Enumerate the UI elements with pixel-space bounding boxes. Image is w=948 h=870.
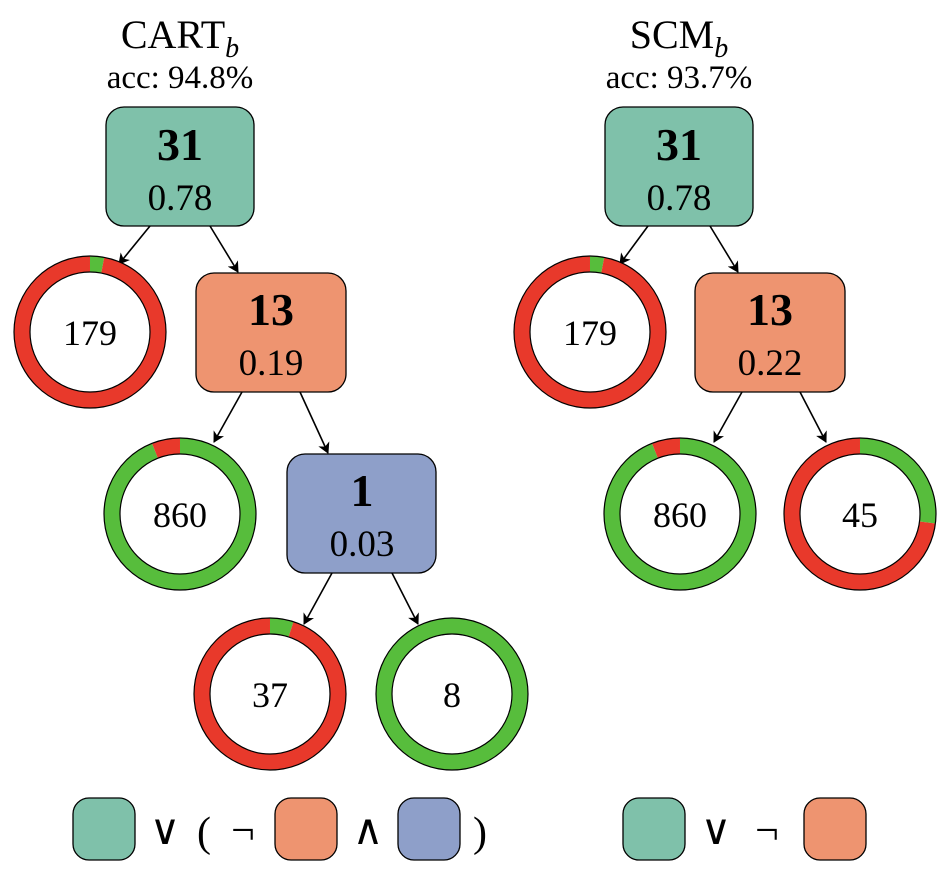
leaf-outer-ring [375, 617, 529, 771]
leaf-inner-circle [799, 453, 921, 575]
tree-node: 31 0.78 [604, 106, 754, 227]
leaf-green-arc [860, 438, 936, 524]
leaf-donut: 860 [103, 437, 257, 591]
leaf-count: 860 [153, 495, 207, 535]
leaf-outer-ring [13, 255, 167, 409]
formula-box-blue [397, 797, 461, 861]
leaf-red-arc [152, 438, 180, 459]
scm-formula: ∨ ¬ [622, 797, 867, 861]
edge-c-n1-c-n2 [209, 225, 239, 273]
node-feature: 31 [157, 119, 203, 170]
node-feature: 31 [656, 119, 702, 170]
leaf-red-arc [652, 438, 680, 459]
leaf-donut: 179 [13, 255, 167, 409]
edge-c-n2-c-l2 [213, 391, 243, 443]
formula-box-teal [622, 797, 686, 861]
formula-open-paren: ( [197, 810, 211, 856]
leaf-green-arc [270, 618, 294, 637]
cart-accuracy: acc: 94.8% [107, 60, 254, 96]
formula-box-orange [803, 797, 867, 861]
cart-title: CARTb [121, 12, 239, 64]
formula-box-teal [72, 797, 136, 861]
scm-accuracy: acc: 93.7% [606, 60, 753, 96]
formula-box-orange [274, 797, 338, 861]
leaf-outer-ring [193, 617, 347, 771]
leaf-inner-circle [619, 453, 741, 575]
node-threshold: 0.19 [239, 343, 304, 384]
leaf-outer-ring [103, 437, 257, 591]
leaf-green-arc [90, 256, 105, 274]
edge-c-n3-c-l4 [391, 572, 419, 625]
tree-node: 13 0.19 [195, 272, 347, 393]
node-threshold: 0.22 [738, 343, 803, 384]
leaf-green-arc [590, 256, 605, 274]
leaf-outer-ring [603, 437, 757, 591]
formula-and-symbol: ∧ [353, 808, 384, 854]
edge-c-n2-c-n3 [299, 391, 330, 454]
leaf-count: 860 [653, 495, 707, 535]
node-feature: 13 [747, 284, 793, 335]
edge-s-n1-s-n2 [709, 225, 739, 273]
tree-node: 13 0.22 [694, 272, 846, 393]
edge-c-n1-c-l1 [118, 225, 151, 265]
scm-title: SCMb [630, 12, 729, 64]
node-threshold: 0.78 [647, 178, 712, 219]
leaf-outer-ring [513, 255, 667, 409]
leaf-outer-ring [783, 437, 937, 591]
leaf-inner-circle [29, 271, 151, 393]
formula-or-symbol: ∨ [150, 808, 181, 854]
leaf-donut: 45 [783, 437, 937, 591]
leaf-inner-circle [119, 453, 241, 575]
edge-c-n3-c-l3 [303, 572, 333, 625]
leaf-donut: 37 [193, 617, 347, 771]
node-threshold: 0.03 [330, 524, 395, 565]
leaf-count: 8 [443, 675, 461, 715]
node-feature: 13 [248, 284, 294, 335]
cart-tree: CARTb acc: 94.8% 31 0.78 13 0.19 1 0.03 [13, 12, 529, 861]
leaf-donut: 860 [603, 437, 757, 591]
cart-edges [118, 225, 419, 625]
cart-formula: ∨ ( ¬ ∧ ) [72, 797, 487, 861]
formula-not-symbol: ¬ [231, 808, 255, 854]
leaf-inner-circle [209, 633, 331, 755]
formula-close-paren: ) [473, 810, 487, 856]
formula-or-symbol: ∨ [701, 808, 732, 854]
node-threshold: 0.78 [148, 178, 213, 219]
leaf-count: 37 [252, 675, 288, 715]
leaf-count: 179 [563, 313, 617, 353]
tree-node: 1 0.03 [286, 453, 437, 574]
scm-edges [619, 225, 827, 443]
leaf-donut: 179 [513, 255, 667, 409]
leaf-inner-circle [391, 633, 513, 755]
leaf-donut: 8 [375, 617, 529, 771]
tree-node: 31 0.78 [105, 106, 255, 227]
edge-s-n2-s-l3 [799, 391, 827, 443]
node-feature: 1 [351, 465, 374, 516]
edge-s-n2-s-l2 [713, 391, 743, 443]
formula-not-symbol: ¬ [755, 808, 779, 854]
scm-tree: SCMb acc: 93.7% 31 0.78 13 0.22 179 860 … [513, 12, 937, 861]
leaf-inner-circle [529, 271, 651, 393]
leaf-count: 45 [842, 495, 878, 535]
edge-s-n1-s-l1 [619, 225, 649, 265]
leaf-count: 179 [63, 313, 117, 353]
